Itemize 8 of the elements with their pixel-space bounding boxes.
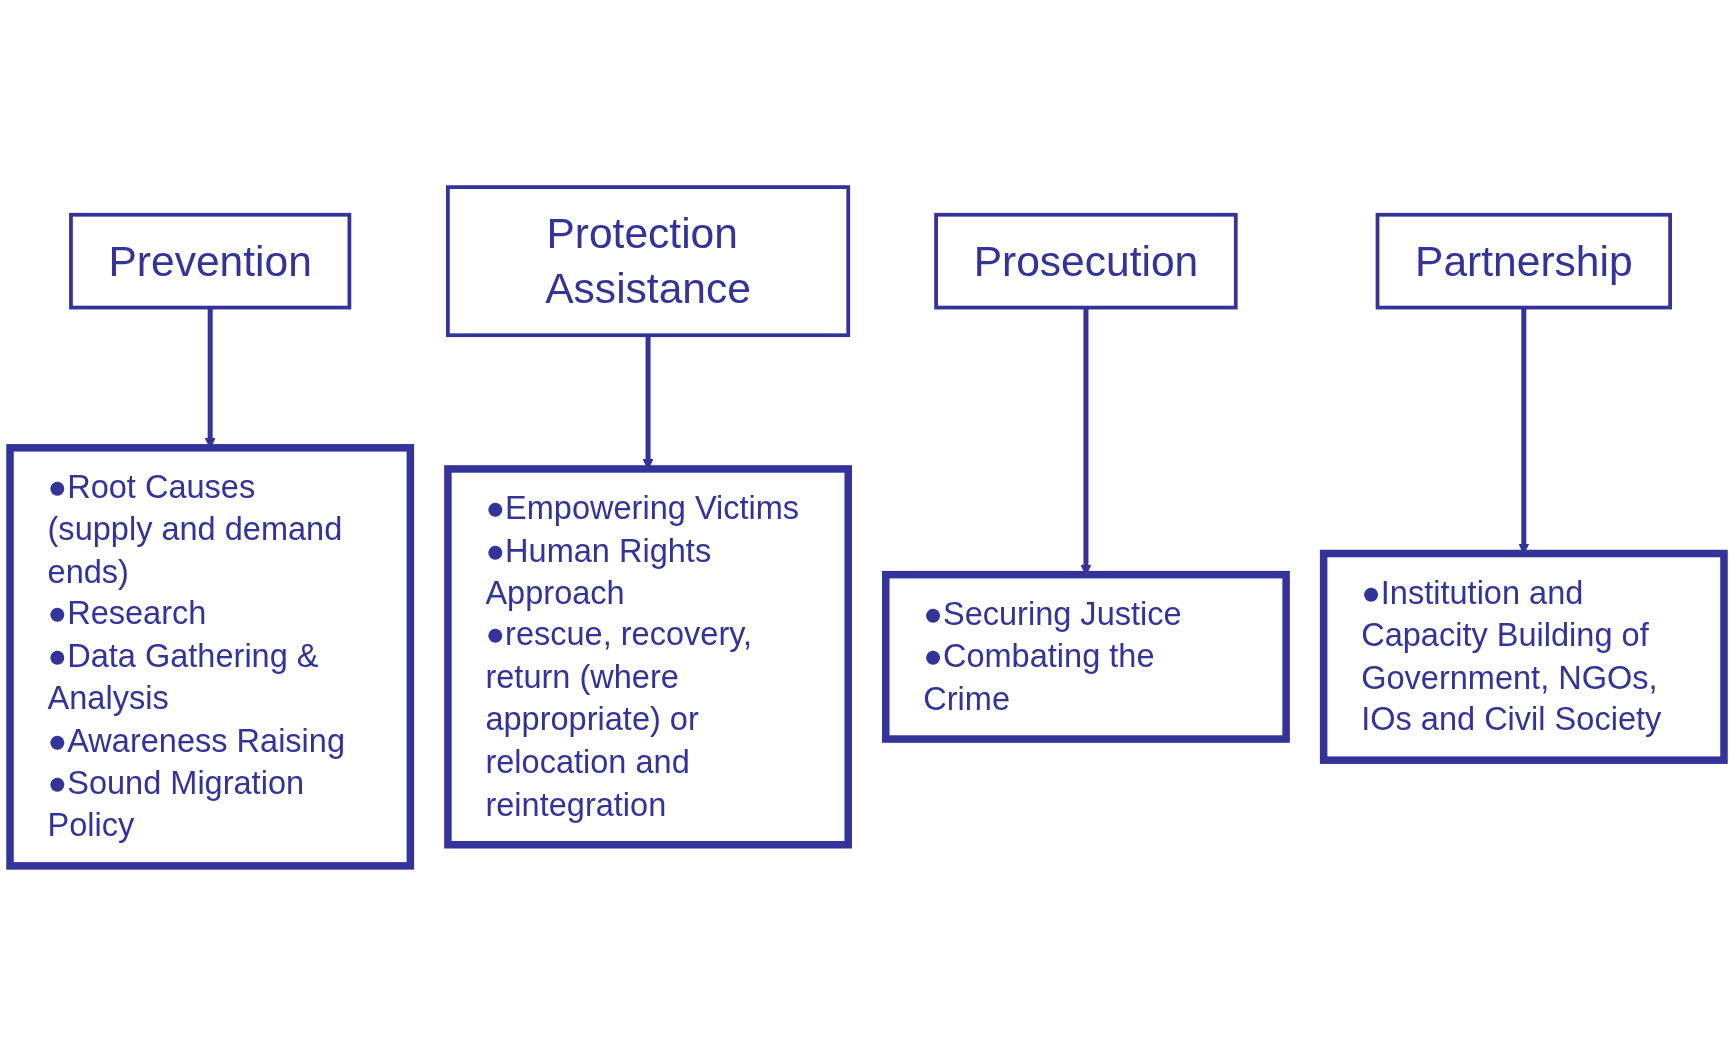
node-box: ●Institution and Capacity Building of Government, NGOs, IOs and Civil Society (1319, 549, 1728, 764)
node-box: Prevention (69, 212, 352, 310)
node-box: Partnership (1375, 212, 1672, 310)
node-box: ●Empowering Victims ●Human Rights Approach ●rescue, recovery, return (where appropriate) or relocation and reintegration (444, 465, 852, 849)
node-box: ●Securing Justice ●Combating the Crime (882, 570, 1290, 743)
node-box: Protection Assistance (446, 185, 851, 338)
node-box: ●Root Causes (supply and demand ends) ●Research ●Data Gathering & Analysis ●Awareness Raising ●Sound Migration Policy (6, 444, 415, 870)
node-box: Prosecution (934, 212, 1238, 310)
